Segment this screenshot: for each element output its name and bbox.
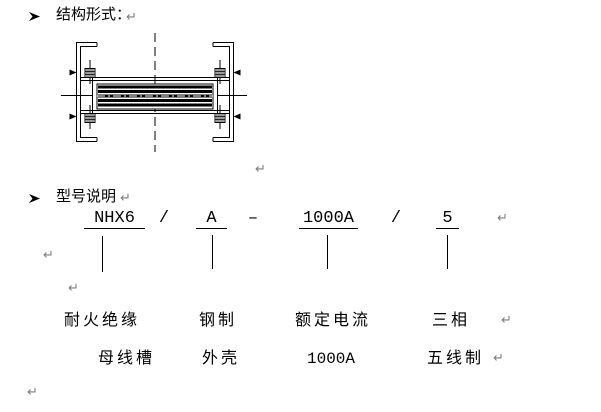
mounting-rails xyxy=(80,77,230,114)
busway-cross-section-drawing xyxy=(50,25,260,165)
paragraph-mark: ↵ xyxy=(501,313,512,328)
paragraph-mark: ↵ xyxy=(120,191,131,206)
callout-line xyxy=(327,235,328,269)
model-segment-wires: 5 xyxy=(436,210,459,229)
model-separator-slash: / xyxy=(390,209,402,228)
bolt-top-right xyxy=(214,60,226,84)
model-segment-current: 1000A xyxy=(299,210,358,229)
legend-current-value: 1000A xyxy=(307,350,356,368)
legend-five-wire: 五线制 xyxy=(427,348,485,367)
legend-three-phase: 三相 xyxy=(432,310,471,329)
model-separator-slash: / xyxy=(158,209,170,228)
paragraph-mark: ↵ xyxy=(255,162,266,177)
arrowhead-bullet-icon xyxy=(29,10,41,23)
paragraph-mark: ↵ xyxy=(493,351,504,366)
weld-wedges xyxy=(69,69,241,120)
paragraph-mark: ↵ xyxy=(27,385,38,400)
model-separator-dash: – xyxy=(247,209,259,228)
model-segment-shell: A xyxy=(196,210,227,229)
callout-line xyxy=(447,235,448,269)
callout-line xyxy=(212,235,213,269)
legend-rated-current: 额定电流 xyxy=(295,310,372,329)
legend-steel: 钢制 xyxy=(199,310,238,329)
paragraph-mark: ↵ xyxy=(43,248,54,263)
legend-busway: 母线槽 xyxy=(98,348,156,367)
model-segment-series: NHX6 xyxy=(84,210,145,229)
legend-shell: 外壳 xyxy=(202,348,241,367)
conductor-stack xyxy=(96,83,214,110)
bolt-top-left xyxy=(84,60,96,84)
section-title-model: 型号说明 xyxy=(56,187,117,205)
busway-drawing-canvas xyxy=(61,33,247,152)
right-c-channel xyxy=(212,42,234,142)
bolt-bottom-right xyxy=(214,105,226,129)
paragraph-mark: ↵ xyxy=(126,10,137,25)
left-c-channel xyxy=(76,42,98,142)
section-title-structure: 结构形式： xyxy=(56,5,132,23)
callout-line xyxy=(102,236,103,272)
legend-fire-resistant: 耐火绝缘 xyxy=(64,310,141,329)
paragraph-mark: ↵ xyxy=(497,211,508,226)
arrowhead-bullet-icon xyxy=(29,192,41,205)
paragraph-mark: ↵ xyxy=(68,281,79,296)
bolt-bottom-left xyxy=(84,105,96,129)
